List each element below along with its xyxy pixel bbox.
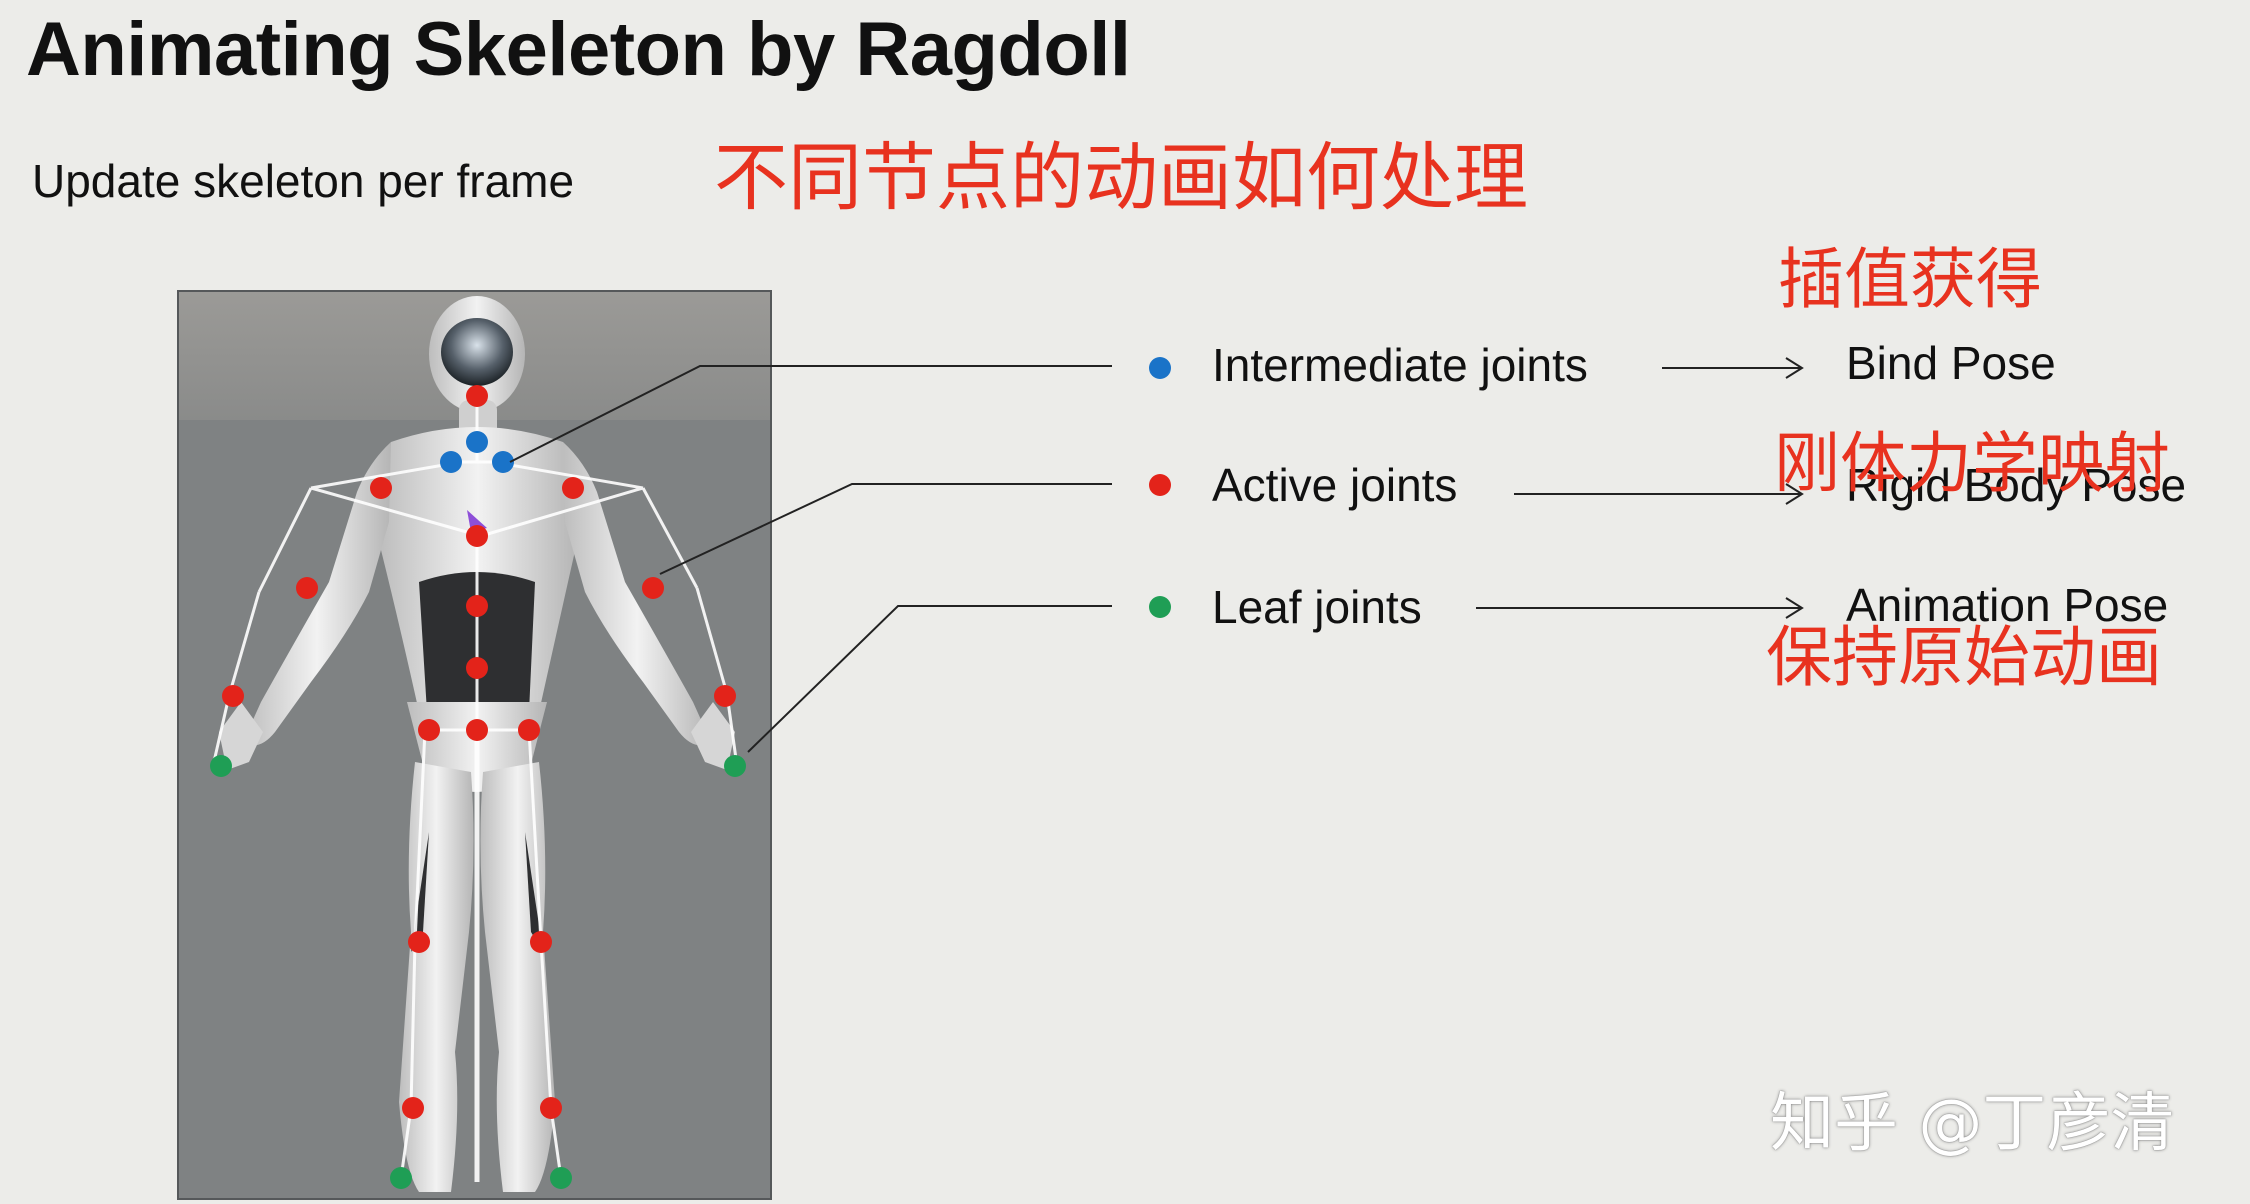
joint-knee-right <box>530 931 552 953</box>
annotation-interpolation: 插值获得 <box>1778 241 2042 318</box>
joint-wrist-right <box>714 685 736 707</box>
robot-left-hand <box>219 702 263 770</box>
joint-shoulder-right <box>562 477 584 499</box>
joint-wrist-left <box>222 685 244 707</box>
skeleton-bones <box>211 400 739 1182</box>
joint-clavicle-right <box>492 451 514 473</box>
joint-hip-right <box>518 719 540 741</box>
joint-shoulder-left <box>370 477 392 499</box>
robot-illustration <box>210 296 746 1192</box>
joint-hand-left <box>210 755 232 777</box>
active-joints <box>222 385 736 1119</box>
slide-title: Animating Skeleton by Ragdoll <box>26 7 1131 92</box>
legend-label-active: Active joints <box>1212 459 1458 511</box>
robot-right-hand <box>691 702 735 770</box>
joint-elbow-left <box>296 577 318 599</box>
robot-left-arm <box>243 442 391 746</box>
legend-dot-intermediate <box>1149 357 1171 379</box>
joint-ankle-left <box>402 1097 424 1119</box>
joint-neck <box>466 431 488 453</box>
pose-label-rigid-body: Rigid Body Pose <box>1846 459 2187 511</box>
robot-visor <box>441 318 513 386</box>
joint-pelvis <box>466 719 488 741</box>
annotation-header: 不同节点的动画如何处理 <box>714 135 1528 221</box>
joint-toe-right <box>550 1167 572 1189</box>
joint-spine-lower <box>466 657 488 679</box>
legend-dot-active <box>1149 474 1171 496</box>
joint-hand-right <box>724 755 746 777</box>
legend-dot-leaf <box>1149 596 1171 618</box>
slide-subtitle: Update skeleton per frame <box>32 155 575 207</box>
joint-spine-upper <box>466 595 488 617</box>
legend-label-intermediate: Intermediate joints <box>1212 339 1588 391</box>
robot-figure <box>177 290 772 1200</box>
joint-knee-left <box>408 931 430 953</box>
pose-label-animation: Animation Pose <box>1846 579 2169 631</box>
joint-ankle-right <box>540 1097 562 1119</box>
robot-right-arm <box>563 442 711 746</box>
joint-elbow-right <box>642 577 664 599</box>
joint-toe-left <box>390 1167 412 1189</box>
joint-head <box>466 385 488 407</box>
legend-label-leaf: Leaf joints <box>1212 581 1422 633</box>
leaf-joints <box>210 755 746 1189</box>
joint-clavicle-left <box>440 451 462 473</box>
joint-chest <box>466 525 488 547</box>
annotation-keep-animation: 保持原始动画 <box>1766 619 2162 696</box>
intermediate-joints <box>440 431 514 473</box>
arrow-intermediate-head <box>1785 357 1804 379</box>
leader-leaf <box>747 605 1112 753</box>
pose-label-bind: Bind Pose <box>1846 337 2056 389</box>
watermark: 知乎 @丁彦清 <box>1770 1087 2175 1161</box>
joint-hip-left <box>418 719 440 741</box>
annotation-rigid-body: 刚体力学映射 <box>1774 425 2170 502</box>
robot-left-leg <box>399 762 474 1192</box>
